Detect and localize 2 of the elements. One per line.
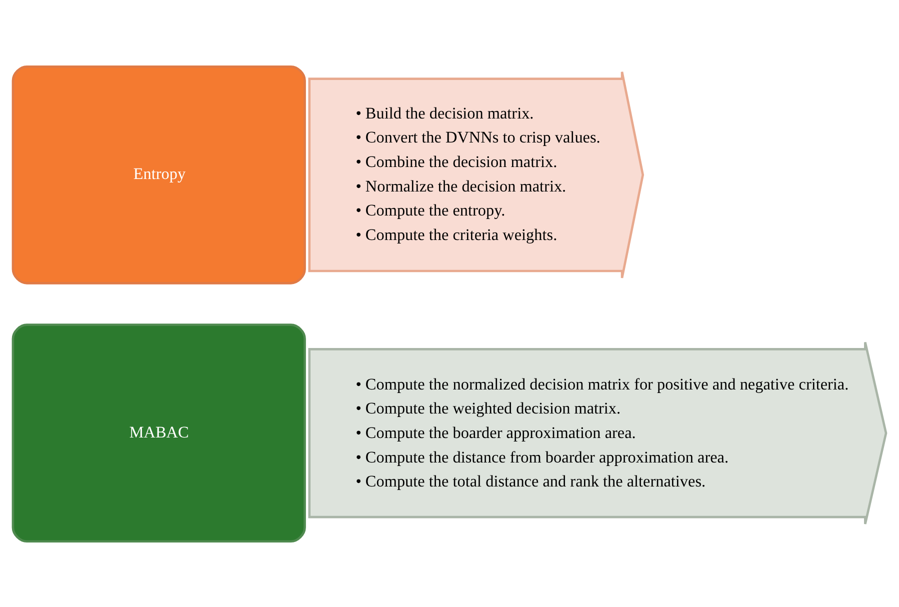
node-box: Entropy <box>12 64 306 284</box>
node-box: MABAC <box>12 323 306 542</box>
